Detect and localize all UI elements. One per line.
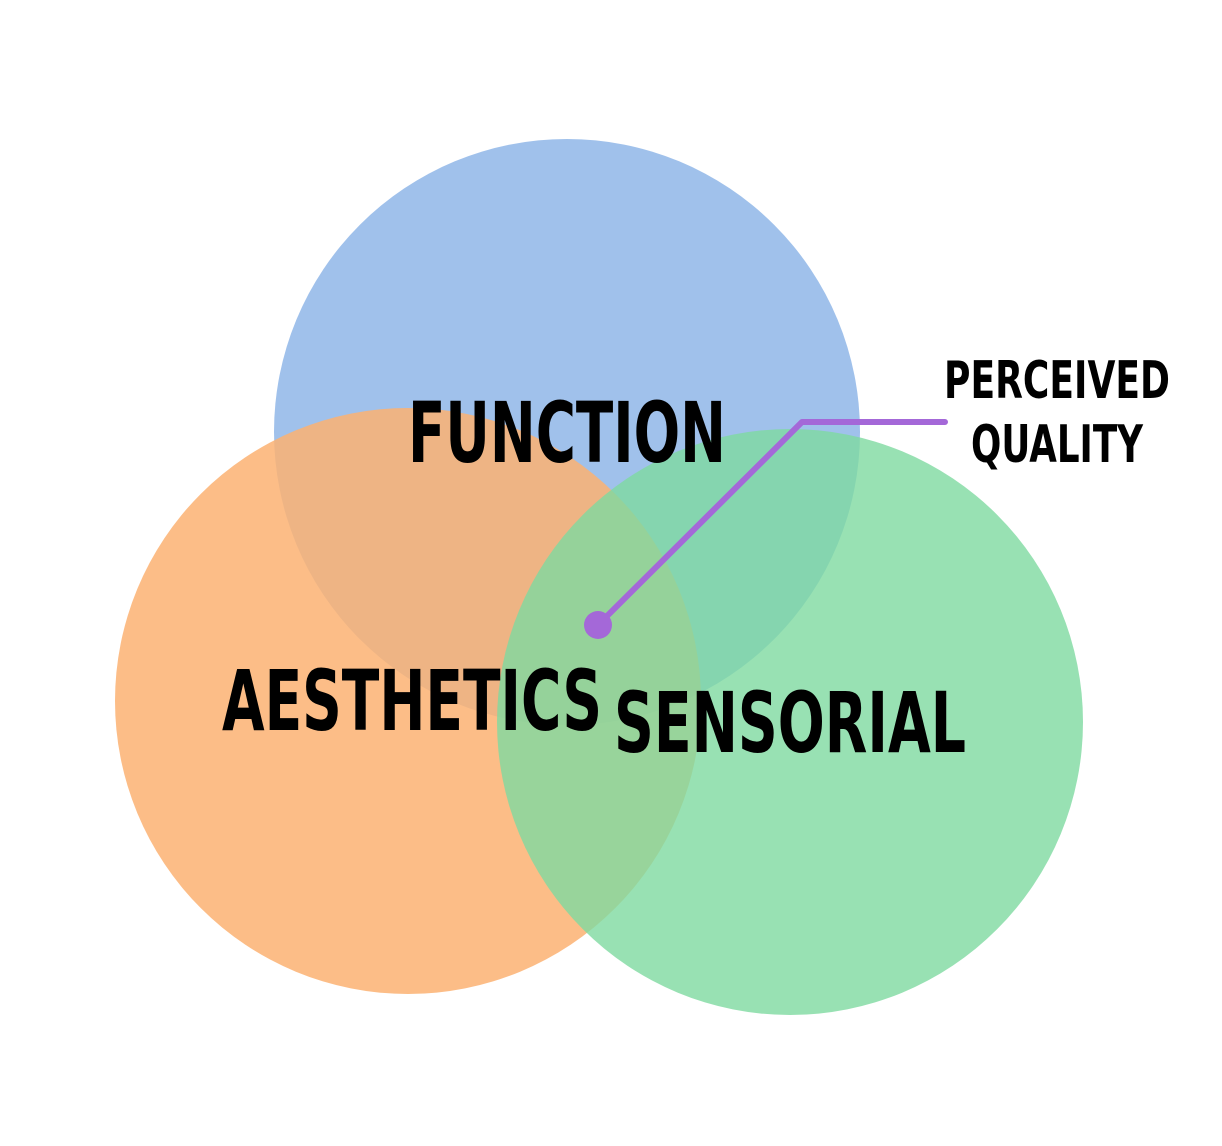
- perceived-quality-label-line2: QUALITY: [971, 415, 1144, 475]
- sensorial-label: SENSORIAL: [614, 674, 966, 772]
- perceived-quality-label-line1: PERCEIVED: [944, 351, 1170, 411]
- function-label: FUNCTION: [408, 384, 726, 482]
- perceived-quality-dot: [584, 611, 612, 639]
- perceived-quality-connector: [595, 419, 948, 628]
- aesthetics-label: AESTHETICS: [222, 652, 602, 750]
